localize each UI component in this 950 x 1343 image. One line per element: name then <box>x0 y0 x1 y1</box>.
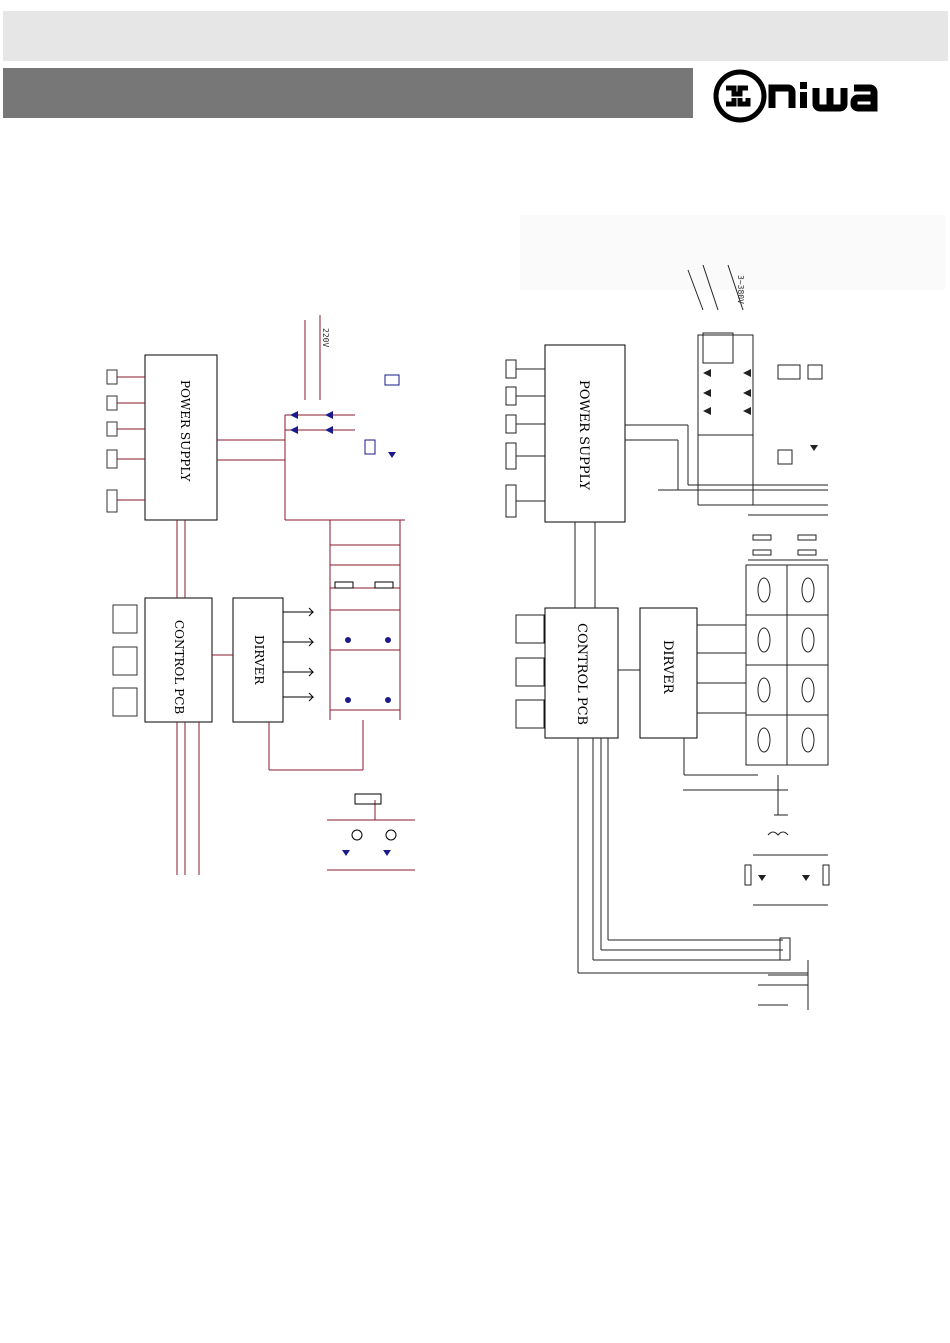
schematic-single-phase: 220V POWER SUPPLY CONTROL PCB DIRVER <box>95 300 435 880</box>
power-supply-block-label: POWER SUPPLY <box>178 380 192 483</box>
control-pcb-block-label: CONTROL PCB <box>574 623 589 725</box>
top-header-bar <box>3 11 948 61</box>
driver-block-label: DIRVER <box>252 635 266 685</box>
control-pcb-block-label: CONTROL PCB <box>172 620 186 714</box>
mains-voltage-label: 220V <box>321 328 330 347</box>
title-bar <box>3 68 693 118</box>
schematic-three-phase: 3~380V POWER SUPPLY CONTROL PCB DIRVER <box>488 215 950 1025</box>
mains-voltage-label: 3~380V <box>736 275 745 304</box>
niwa-logo <box>708 68 908 124</box>
power-supply-block-label: POWER SUPPLY <box>576 380 591 490</box>
driver-block-label: DIRVER <box>660 640 675 695</box>
